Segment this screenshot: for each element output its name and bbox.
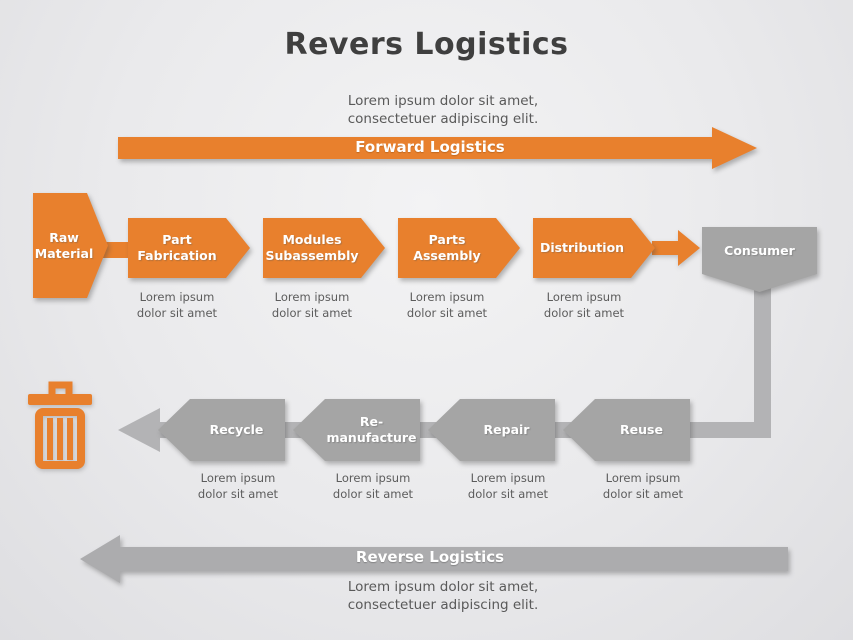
caption-modules-subassembly: Lorem ipsum dolor sit amet (271, 290, 353, 320)
step-distribution-label: Distribution (539, 240, 625, 256)
step-parts-assembly-label: Parts Assembly (413, 232, 481, 263)
step-distribution (533, 218, 655, 278)
reverse-logistics-arrow (80, 535, 788, 583)
step-recycle-label: Recycle (209, 422, 264, 438)
consumer-node (702, 227, 817, 292)
forward-logistics-label: Forward Logistics (355, 138, 505, 156)
connector-distribution-to-consumer (652, 230, 700, 266)
caption-remanufacture: Lorem ipsum dolor sit amet (332, 471, 414, 501)
reverse-flow-arrowhead-icon (118, 408, 160, 452)
step-recycle (158, 399, 285, 461)
reverse-logistics-label: Reverse Logistics (355, 548, 505, 566)
page-title: Revers Logistics (284, 27, 569, 62)
step-reuse-label: Reuse (620, 422, 663, 438)
step-remanufacture (293, 399, 420, 461)
step-part-fabrication-label: Part Fabrication (137, 232, 217, 263)
forward-logistics-arrow (118, 127, 757, 169)
step-modules-subassembly-label: Modules Subassembly (265, 232, 359, 263)
consumer-node-label: Consumer (724, 242, 795, 258)
step-parts-assembly (398, 218, 520, 278)
connector-consumer-vertical (754, 288, 771, 438)
step-raw-material (33, 193, 108, 298)
step-repair-label: Repair (483, 422, 530, 438)
trash-can-icon (28, 381, 92, 469)
caption-distribution: Lorem ipsum dolor sit amet (543, 290, 625, 320)
step-part-fabrication (128, 218, 250, 278)
step-reuse (563, 399, 690, 461)
caption-reuse: Lorem ipsum dolor sit amet (602, 471, 684, 501)
caption-recycle: Lorem ipsum dolor sit amet (197, 471, 279, 501)
caption-repair: Lorem ipsum dolor sit amet (467, 471, 549, 501)
step-raw-material-label: Raw Material (34, 229, 94, 261)
intro-text: Lorem ipsum dolor sit amet, consectetuer… (347, 93, 539, 128)
step-remanufacture-label: Re-manufacture (326, 414, 417, 445)
caption-parts-assembly: Lorem ipsum dolor sit amet (406, 290, 488, 320)
step-modules-subassembly (263, 218, 385, 278)
footer-text: Lorem ipsum dolor sit amet, consectetuer… (347, 579, 539, 614)
caption-part-fabrication: Lorem ipsum dolor sit amet (136, 290, 218, 320)
step-repair (428, 399, 555, 461)
